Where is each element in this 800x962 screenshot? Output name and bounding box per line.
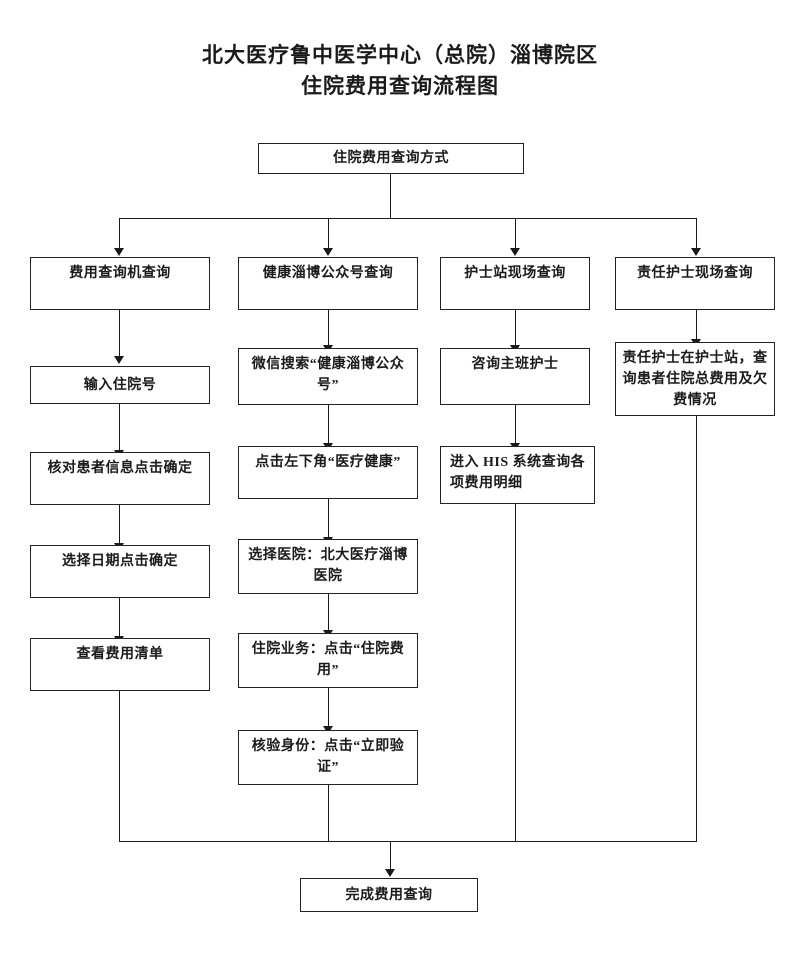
node-branch-1-step-4[interactable]: 查看费用清单 [30,638,210,691]
connector-branch-bar [119,218,697,219]
connector-b3-tail [515,504,516,842]
connector-b1-s3-to-s4 [119,598,120,638]
node-branch-3-step-1[interactable]: 咨询主班护士 [440,348,590,405]
connector-branch-drop-4 [696,218,697,250]
connector-b2-s3-to-s4 [328,594,329,632]
connector-b2-s1-to-s2 [328,405,329,445]
connector-b3-h-to-s1 [515,310,516,347]
node-branch-4-header[interactable]: 责任护士现场查询 [615,257,775,310]
title-line-2: 住院费用查询流程图 [301,74,499,98]
connector-b1-tail [119,691,120,842]
connector-merge-bar [119,841,697,842]
connector-b2-s2-to-s3 [328,499,329,539]
node-branch-2-step-4[interactable]: 住院业务：点击“住院费用” [238,633,418,688]
arrowhead-b1-s1 [114,356,124,364]
node-branch-3-step-1-label: 咨询主班护士 [471,357,559,372]
node-branch-1-step-2-label: 核对患者信息点击确定 [47,461,193,476]
arrowhead-branch-3 [510,248,520,256]
node-branch-4-header-label: 责任护士现场查询 [637,266,753,281]
node-branch-2-step-3[interactable]: 选择医院：北大医疗淄博医院 [238,539,418,594]
node-branch-4-step-1-label: 责任护士在护士站，查询患者住院总费用及欠费情况 [622,351,768,408]
connector-root-stem [390,174,391,218]
node-branch-2-step-1-label: 微信搜索“健康淄博公众号” [251,357,405,393]
node-root-label: 住院费用查询方式 [333,151,449,166]
node-branch-2-step-2-label: 点击左下角“医疗健康” [255,455,401,470]
node-branch-1-step-3[interactable]: 选择日期点击确定 [30,545,210,598]
connector-b2-h-to-s1 [328,310,329,347]
node-branch-4-step-1[interactable]: 责任护士在护士站，查询患者住院总费用及欠费情况 [615,342,775,416]
arrowhead-branch-1 [114,248,124,256]
node-branch-2-header-label: 健康淄博公众号查询 [262,266,394,281]
connector-b4-h-to-s1 [696,310,697,341]
connector-b1-s1-to-s2 [119,404,120,452]
arrowhead-terminal [385,869,395,877]
node-branch-1-step-1-label: 输入住院号 [83,377,157,393]
connector-b3-s1-to-s2 [515,405,516,445]
connector-branch-drop-2 [328,218,329,250]
connector-b1-h-to-s1 [119,310,120,358]
connector-merge-stem [390,841,391,871]
arrowhead-branch-4 [691,248,701,256]
connector-b2-tail [328,785,329,842]
node-branch-1-step-2[interactable]: 核对患者信息点击确定 [30,452,210,505]
node-branch-3-step-2[interactable]: 进入 HIS 系统查询各项费用明细 [440,446,595,504]
connector-b2-s4-to-s5 [328,688,329,728]
node-branch-2-step-3-label: 选择医院：北大医疗淄博医院 [248,548,408,584]
connector-branch-drop-1 [119,218,120,250]
node-branch-3-header-label: 护士站现场查询 [464,266,566,281]
node-branch-2-step-2[interactable]: 点击左下角“医疗健康” [238,446,418,499]
node-branch-2-step-5-label: 核验身份：点击“立即验证” [251,739,405,775]
node-branch-2-step-1[interactable]: 微信搜索“健康淄博公众号” [238,348,418,405]
connector-b4-tail [696,416,697,842]
node-root[interactable]: 住院费用查询方式 [258,143,524,174]
title-line-1: 北大医疗鲁中医学中心（总院）淄博院区 [202,43,598,67]
connector-branch-drop-3 [515,218,516,250]
arrowhead-branch-2 [323,248,333,256]
node-branch-1-header-label: 费用查询机查询 [69,266,171,281]
node-branch-1-step-1[interactable]: 输入住院号 [30,366,210,404]
node-branch-1-step-3-label: 选择日期点击确定 [62,554,178,569]
node-terminal-label: 完成费用查询 [345,887,433,903]
node-branch-1-step-4-label: 查看费用清单 [76,647,164,662]
node-terminal[interactable]: 完成费用查询 [300,878,478,912]
node-branch-1-header[interactable]: 费用查询机查询 [30,257,210,310]
node-branch-2-step-4-label: 住院业务：点击“住院费用” [251,642,405,678]
node-branch-2-step-5[interactable]: 核验身份：点击“立即验证” [238,730,418,785]
node-branch-2-header[interactable]: 健康淄博公众号查询 [238,257,418,310]
node-branch-3-header[interactable]: 护士站现场查询 [440,257,590,310]
page-title: 北大医疗鲁中医学中心（总院）淄博院区 住院费用查询流程图 [0,40,800,102]
node-branch-3-step-2-label: 进入 HIS 系统查询各项费用明细 [450,455,586,491]
connector-b1-s2-to-s3 [119,505,120,545]
